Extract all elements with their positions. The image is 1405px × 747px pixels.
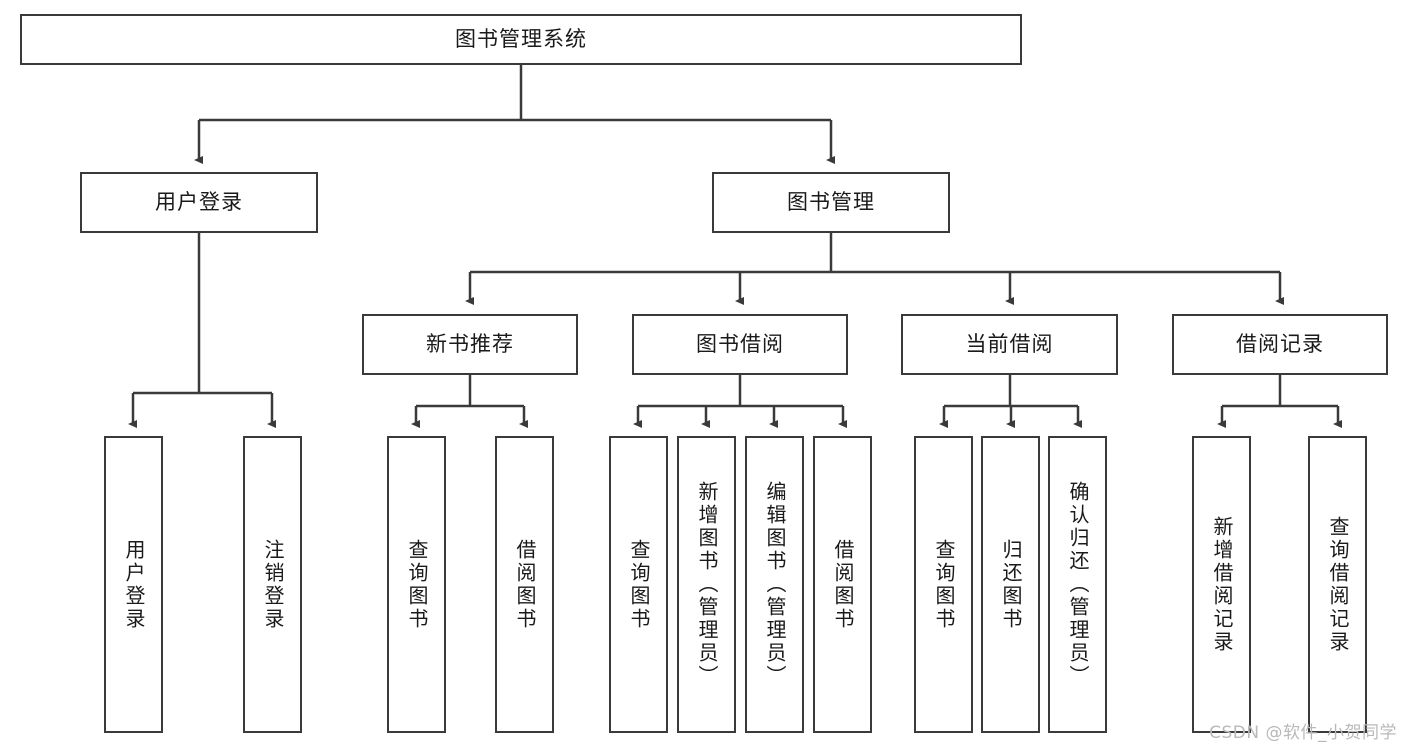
leaf-cur-return-book[interactable]: 归还图书 — [981, 436, 1040, 733]
node-current-borrow-label: 当前借阅 — [965, 331, 1054, 356]
leaf-cur-confirm-return-label: 确认归还（管理员） — [1066, 481, 1090, 688]
node-current-borrow[interactable]: 当前借阅 — [901, 314, 1118, 375]
csdn-watermark: CSDN @软件_小贺同学 — [1209, 723, 1397, 743]
leaf-record-search-label: 查询借阅记录 — [1326, 515, 1350, 654]
leaf-record-add-label: 新增借阅记录 — [1210, 515, 1234, 654]
node-book-borrow[interactable]: 图书借阅 — [632, 314, 848, 375]
leaf-login-logout[interactable]: 注销登录 — [243, 436, 302, 733]
node-borrow-record[interactable]: 借阅记录 — [1172, 314, 1388, 375]
node-new-book-recommend-label: 新书推荐 — [426, 331, 514, 356]
node-book-manage-label: 图书管理 — [787, 189, 875, 214]
node-new-book-recommend[interactable]: 新书推荐 — [362, 314, 578, 375]
leaf-cur-return-book-label: 归还图书 — [999, 538, 1023, 631]
node-book-borrow-label: 图书借阅 — [696, 331, 784, 356]
leaf-record-search[interactable]: 查询借阅记录 — [1308, 436, 1367, 733]
leaf-cur-query-book-label: 查询图书 — [932, 538, 956, 631]
leaf-borrow-add-book[interactable]: 新增图书（管理员） — [677, 436, 736, 733]
leaf-cur-query-book[interactable]: 查询图书 — [914, 436, 973, 733]
leaf-login-user-label: 用户登录 — [122, 538, 146, 631]
node-book-manage[interactable]: 图书管理 — [712, 172, 950, 233]
node-root[interactable]: 图书管理系统 — [20, 14, 1022, 65]
leaf-cur-confirm-return[interactable]: 确认归还（管理员） — [1048, 436, 1107, 733]
leaf-rec-query-book[interactable]: 查询图书 — [387, 436, 446, 733]
leaf-borrow-lend-book-label: 借阅图书 — [831, 538, 855, 631]
node-user-login-label: 用户登录 — [155, 189, 243, 214]
leaf-login-logout-label: 注销登录 — [261, 538, 285, 631]
leaf-borrow-query-book[interactable]: 查询图书 — [609, 436, 668, 733]
leaf-borrow-query-book-label: 查询图书 — [627, 538, 651, 631]
node-user-login[interactable]: 用户登录 — [80, 172, 318, 233]
leaf-login-user[interactable]: 用户登录 — [104, 436, 163, 733]
node-root-label: 图书管理系统 — [455, 26, 587, 51]
leaf-borrow-lend-book[interactable]: 借阅图书 — [813, 436, 872, 733]
leaf-rec-borrow-book-label: 借阅图书 — [513, 538, 537, 631]
leaf-borrow-edit-book[interactable]: 编辑图书（管理员） — [745, 436, 804, 733]
node-borrow-record-label: 借阅记录 — [1236, 331, 1324, 356]
leaf-borrow-edit-book-label: 编辑图书（管理员） — [763, 481, 787, 688]
leaf-rec-borrow-book[interactable]: 借阅图书 — [495, 436, 554, 733]
leaf-record-add[interactable]: 新增借阅记录 — [1192, 436, 1251, 733]
leaf-borrow-add-book-label: 新增图书（管理员） — [695, 481, 719, 688]
leaf-rec-query-book-label: 查询图书 — [405, 538, 429, 631]
